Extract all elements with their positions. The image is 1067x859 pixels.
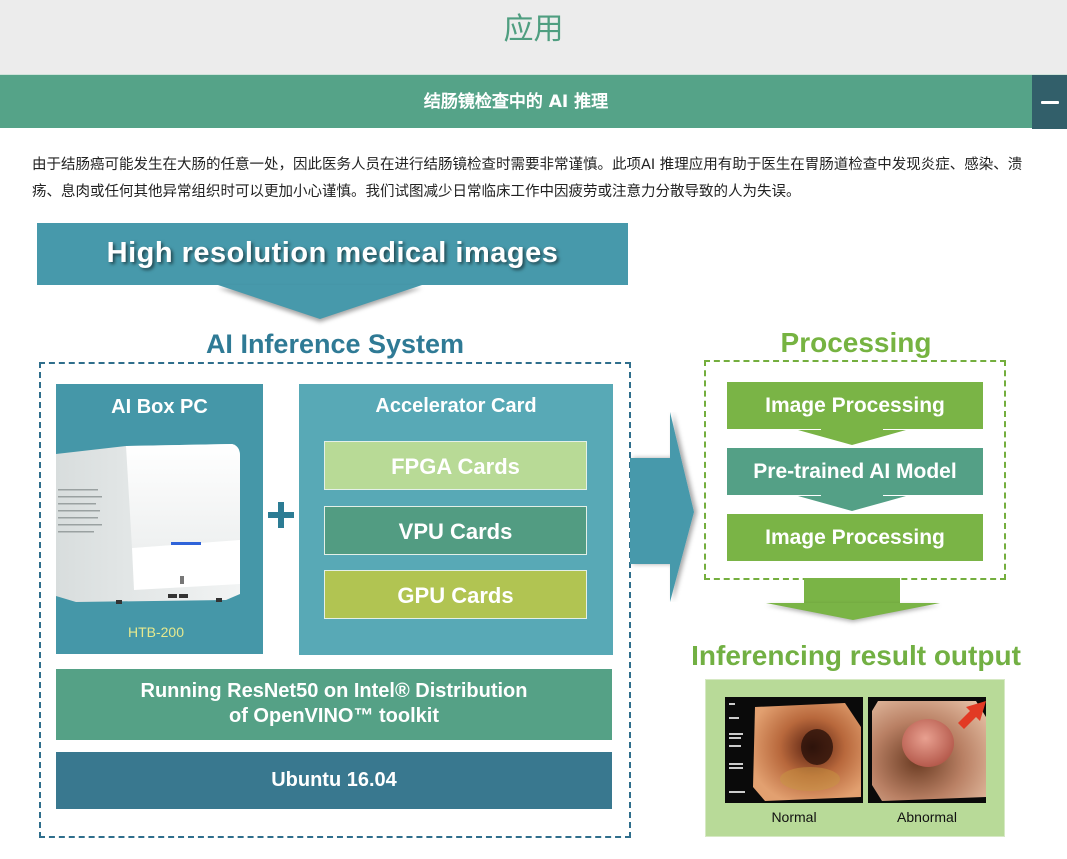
software-line-1: Running ResNet50 on Intel® Distribution bbox=[140, 680, 528, 702]
page-header-band: 应用 bbox=[0, 0, 1067, 74]
inference-system-frame bbox=[39, 362, 631, 838]
endoscopy-image-normal bbox=[725, 697, 863, 803]
ai-box-pc-title: AI Box PC bbox=[111, 396, 208, 418]
os-block: Ubuntu 16.04 bbox=[56, 752, 612, 809]
down-arrow-icon bbox=[218, 285, 422, 319]
ai-box-pc-panel: AI Box PC bbox=[56, 384, 263, 654]
section-title: 结肠镜检查中的 AI 推理 bbox=[423, 92, 609, 112]
accelerator-card-title: Accelerator Card bbox=[375, 395, 537, 417]
input-banner: High resolution medical images bbox=[37, 223, 628, 285]
endoscopy-image-abnormal bbox=[868, 697, 986, 803]
accordion-section-header[interactable]: 结肠镜检查中的 AI 推理 bbox=[0, 74, 1067, 129]
processing-step-image-processing-2: Image Processing bbox=[727, 514, 983, 561]
inference-system-title: AI Inference System bbox=[205, 329, 465, 359]
plus-icon bbox=[268, 502, 294, 528]
software-line-2: of OpenVINO™ toolkit bbox=[229, 705, 439, 727]
processing-step-image-processing-1: Image Processing bbox=[727, 382, 983, 429]
processing-step-ai-model: Pre-trained AI Model bbox=[727, 448, 983, 495]
output-panel: Normal Abnormal bbox=[705, 679, 1005, 837]
collapse-button[interactable] bbox=[1032, 75, 1067, 129]
red-pointer-arrow-icon bbox=[958, 701, 986, 729]
down-arrow-icon bbox=[766, 603, 940, 620]
minus-icon bbox=[1041, 101, 1059, 104]
colon-normal-illustration bbox=[729, 703, 861, 801]
down-arrow-icon bbox=[798, 430, 906, 445]
box-pc-device-image bbox=[56, 444, 240, 604]
processing-title: Processing bbox=[780, 327, 932, 358]
intro-paragraph: 由于结肠癌可能发生在大肠的任意一处，因此医务人员在进行结肠镜检查时需要非常谨慎。… bbox=[32, 157, 1023, 200]
abnormal-label: Abnormal bbox=[897, 809, 957, 825]
gpu-cards-block: GPU Cards bbox=[324, 570, 587, 619]
output-title: Inferencing result output bbox=[691, 640, 1021, 671]
down-arrow-icon bbox=[798, 496, 906, 511]
right-arrow-icon bbox=[630, 412, 694, 602]
colon-polyp-illustration bbox=[872, 701, 986, 801]
ai-box-pc-model: HTB-200 bbox=[127, 624, 185, 640]
accelerator-card-panel: Accelerator Card FPGA Cards VPU Cards GP… bbox=[299, 384, 613, 655]
fpga-cards-block: FPGA Cards bbox=[324, 441, 587, 490]
software-stack-block: Running ResNet50 on Intel® Distribution … bbox=[56, 669, 612, 740]
normal-label: Normal bbox=[771, 809, 817, 825]
page-title: 应用 bbox=[503, 12, 564, 47]
input-banner-label: High resolution medical images bbox=[106, 237, 559, 269]
vpu-cards-block: VPU Cards bbox=[324, 506, 587, 555]
